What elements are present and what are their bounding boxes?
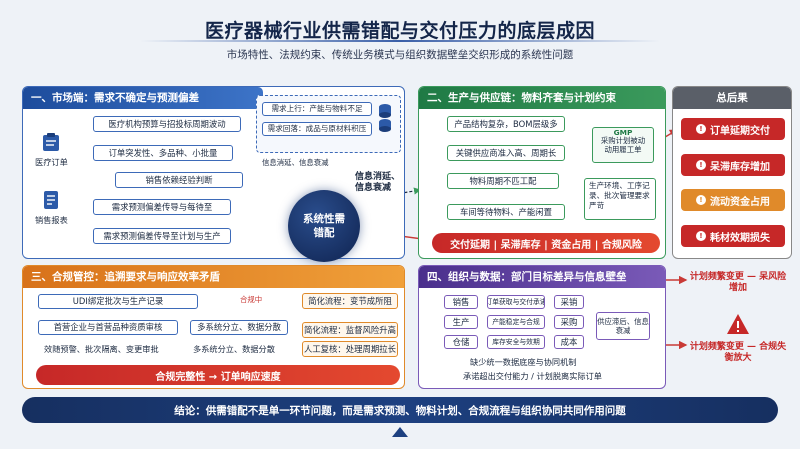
report-label: 销售报表 (35, 215, 68, 225)
org-goal-production: 产能稳定与合规 (487, 315, 545, 329)
compliance-mid-label: 合规中 (240, 295, 263, 304)
consequence-item-2: !呆滞库存增加 (681, 154, 785, 176)
risk-note-a: 计划频繁变更 — 呆风险增加 (689, 272, 787, 294)
order-label: 医疗订单 (35, 157, 68, 167)
center-node: 系统性需错配 (288, 190, 360, 262)
consequences-title: 总后果 (673, 87, 791, 109)
compliance-multi-system-b: 多系统分立、数据分散 (193, 344, 275, 354)
compliance-manual-review: 人工复核：处理周期拉长 (302, 341, 398, 357)
org-line-b: 承诺超出交付能力 / 计划脱离实际订单 (463, 371, 602, 381)
database-icon (378, 103, 392, 133)
org-dept-production: 生产 (444, 315, 478, 329)
market-step-3: 销售依赖经验判断 (115, 172, 243, 188)
market-step-1: 医疗机构预算与招投标周期波动 (93, 116, 241, 132)
org-result: 供应滞后、信息衰减 (596, 312, 650, 340)
compliance-simplify-a: 简化流程：变节成所阻 (302, 293, 398, 309)
market-step-5: 需求预测偏差传导至计划与生产 (93, 228, 231, 244)
panel-market-title: 一、市场端：需求不确定与预测偏差 (23, 87, 263, 109)
gmp-text: 采购计划被动 动用履工单 (600, 136, 646, 154)
warning-triangle-icon (726, 313, 750, 335)
org-goal-sales: 订单获取与交付承诺 (487, 295, 545, 309)
warning-icon: ! (696, 160, 706, 170)
risk-note-b: 计划频繁变更 — 合规失衡放大 (689, 342, 787, 364)
panel-production-title: 二、生产与供应链：物料齐套与计划约束 (419, 87, 665, 109)
org-right-3: 成本 (554, 335, 584, 349)
warning-icon: ! (696, 124, 706, 134)
warning-icon: ! (696, 231, 706, 241)
panel-compliance-title: 三、合规管控：追溯要求与响应效率矛盾 (23, 266, 404, 288)
production-impact-bar: 交付延期 | 呆滞库存 | 资金占用 | 合规风险 (432, 233, 660, 253)
panel-organization-title: 四、组织与数据：部门目标差异与信息壁垒 (419, 266, 665, 288)
production-step-2: 关键供应商准入高、周期长 (447, 145, 565, 161)
center-label: 系统性需错配 (303, 212, 345, 239)
org-dept-warehouse: 仓储 (444, 335, 478, 349)
market-note-caption: 信息消延、信息衰减 (262, 158, 329, 167)
compliance-caption: 效随预警、批次隔离、变更审批 (44, 344, 159, 354)
gmp-box: GMP 采购计划被动 动用履工单 (592, 127, 654, 163)
market-step-4: 需求预测偏差传导与每待至 (93, 199, 231, 215)
org-goal-warehouse: 库存安全与效期 (487, 335, 545, 349)
production-env-text: 生产环境、工序记录、批次管理要求严苛 (589, 181, 650, 210)
consequence-item-4: !耗材效期损失 (681, 225, 785, 247)
production-step-1: 产品结构复杂，BOM层级多 (447, 116, 565, 132)
compliance-tradeoff-bar: 合规完整性 → 订单响应速度 (36, 365, 400, 385)
page-title: 医疗器械行业供需错配与交付压力的底层成因 (204, 20, 595, 42)
warning-icon: ! (696, 195, 706, 205)
conclusion-banner: 结论：供需错配不是单一环节问题，而是需求预测、物料计划、合规流程与组织协同共同作… (22, 397, 778, 423)
production-env-box: 生产环境、工序记录、批次管理要求严苛 (584, 178, 656, 220)
title-divider (140, 40, 660, 42)
org-right-2: 采购 (554, 315, 584, 329)
production-step-4: 车间等待物料、产能闲置 (447, 204, 565, 220)
report-icon (42, 190, 60, 210)
market-step-2: 订单突发性、多品种、小批量 (93, 145, 233, 161)
org-right-1: 采销 (554, 295, 584, 309)
panel-production: 二、生产与供应链：物料齐套与计划约束 (418, 86, 666, 259)
center-info-label: 信息消延、信息衰减 (355, 172, 401, 193)
org-line-a: 缺少统一数据底座与协同机制 (470, 357, 577, 367)
page-subtitle: 市场特性、法规约束、传统业务模式与组织数据壁垒交织形成的系统性问题 (226, 49, 574, 61)
production-step-3: 物料周期不匹工配 (447, 173, 559, 189)
org-dept-sales: 销售 (444, 295, 478, 309)
compliance-simplify-b: 简化流程：监督风险升高 (302, 322, 398, 338)
consequence-item-3: !流动资金占用 (681, 189, 785, 211)
consequence-item-1: !订单延期交付 (681, 118, 785, 140)
market-note-down: 需求回落：成品与原材料积压 (262, 122, 372, 136)
compliance-udi: UDI绑定批次与生产记录 (38, 294, 198, 309)
clipboard-icon (42, 132, 60, 152)
gmp-title: GMP (613, 128, 633, 137)
compliance-multi-system-a: 多系统分立、数据分散 (190, 320, 288, 335)
market-note-up: 需求上行：产能与物料不足 (262, 102, 372, 116)
compliance-qualification: 首营企业与首营品种资质审核 (38, 320, 178, 335)
